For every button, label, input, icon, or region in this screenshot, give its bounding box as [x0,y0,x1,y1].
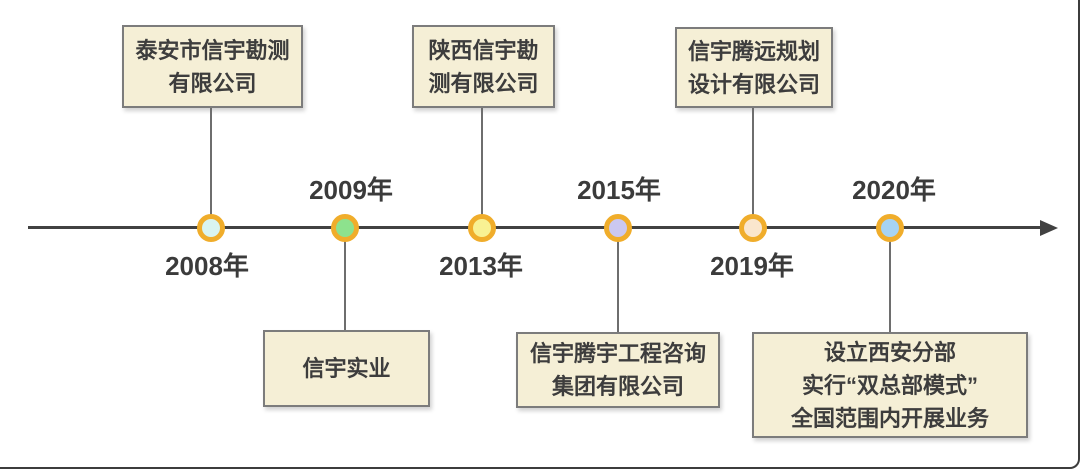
connector-2013 [481,108,483,215]
timeline-dot-2015 [604,214,632,242]
event-box-line: 有限公司 [168,70,257,96]
connector-2020 [889,241,891,332]
event-box-line: 全国范围内开展业务 [790,405,989,431]
event-box-2008: 泰安市信宇勘测 有限公司 [122,25,303,108]
event-box-line: 测有限公司 [428,70,539,96]
event-box-2009: 信宇实业 [263,330,430,407]
year-label-2015: 2015年 [577,175,661,205]
event-box-line: 信宇腾远规划 [687,38,820,64]
event-box-line: 实行“双总部模式” [801,372,978,398]
timeline-dot-2008 [197,214,225,242]
event-box-line: 泰安市信宇勘测 [135,37,290,63]
event-box-line: 设立西安分部 [823,339,956,365]
event-box-line: 信宇腾宇工程咨询 [529,341,706,366]
year-label-2013: 2013年 [439,251,523,281]
event-box-2013: 陕西信宇勘 测有限公司 [412,25,555,108]
year-label-2008: 2008年 [165,251,249,281]
event-box-line: 集团有限公司 [551,374,684,399]
timeline-dot-2009 [331,214,359,242]
event-box-2015: 信宇腾宇工程咨询 集团有限公司 [516,332,720,408]
timeline-axis [28,226,1042,229]
connector-2019 [752,108,754,215]
event-box-2020: 设立西安分部 实行“双总部模式” 全国范围内开展业务 [752,332,1028,438]
year-label-2020: 2020年 [852,175,936,205]
year-label-2009: 2009年 [309,175,393,205]
connector-2009 [344,241,346,330]
connector-2015 [617,241,619,332]
event-box-line: 信宇实业 [302,356,391,381]
timeline-dot-2019 [739,214,767,242]
timeline-dot-2020 [876,214,904,242]
event-box-line: 设计有限公司 [687,71,820,97]
timeline-dot-2013 [468,214,496,242]
event-box-line: 陕西信宇勘 [428,37,539,63]
timeline-arrowhead-icon [1040,220,1058,236]
event-box-2019: 信宇腾远规划 设计有限公司 [675,27,833,108]
connector-2008 [210,108,212,215]
year-label-2019: 2019年 [710,251,794,281]
